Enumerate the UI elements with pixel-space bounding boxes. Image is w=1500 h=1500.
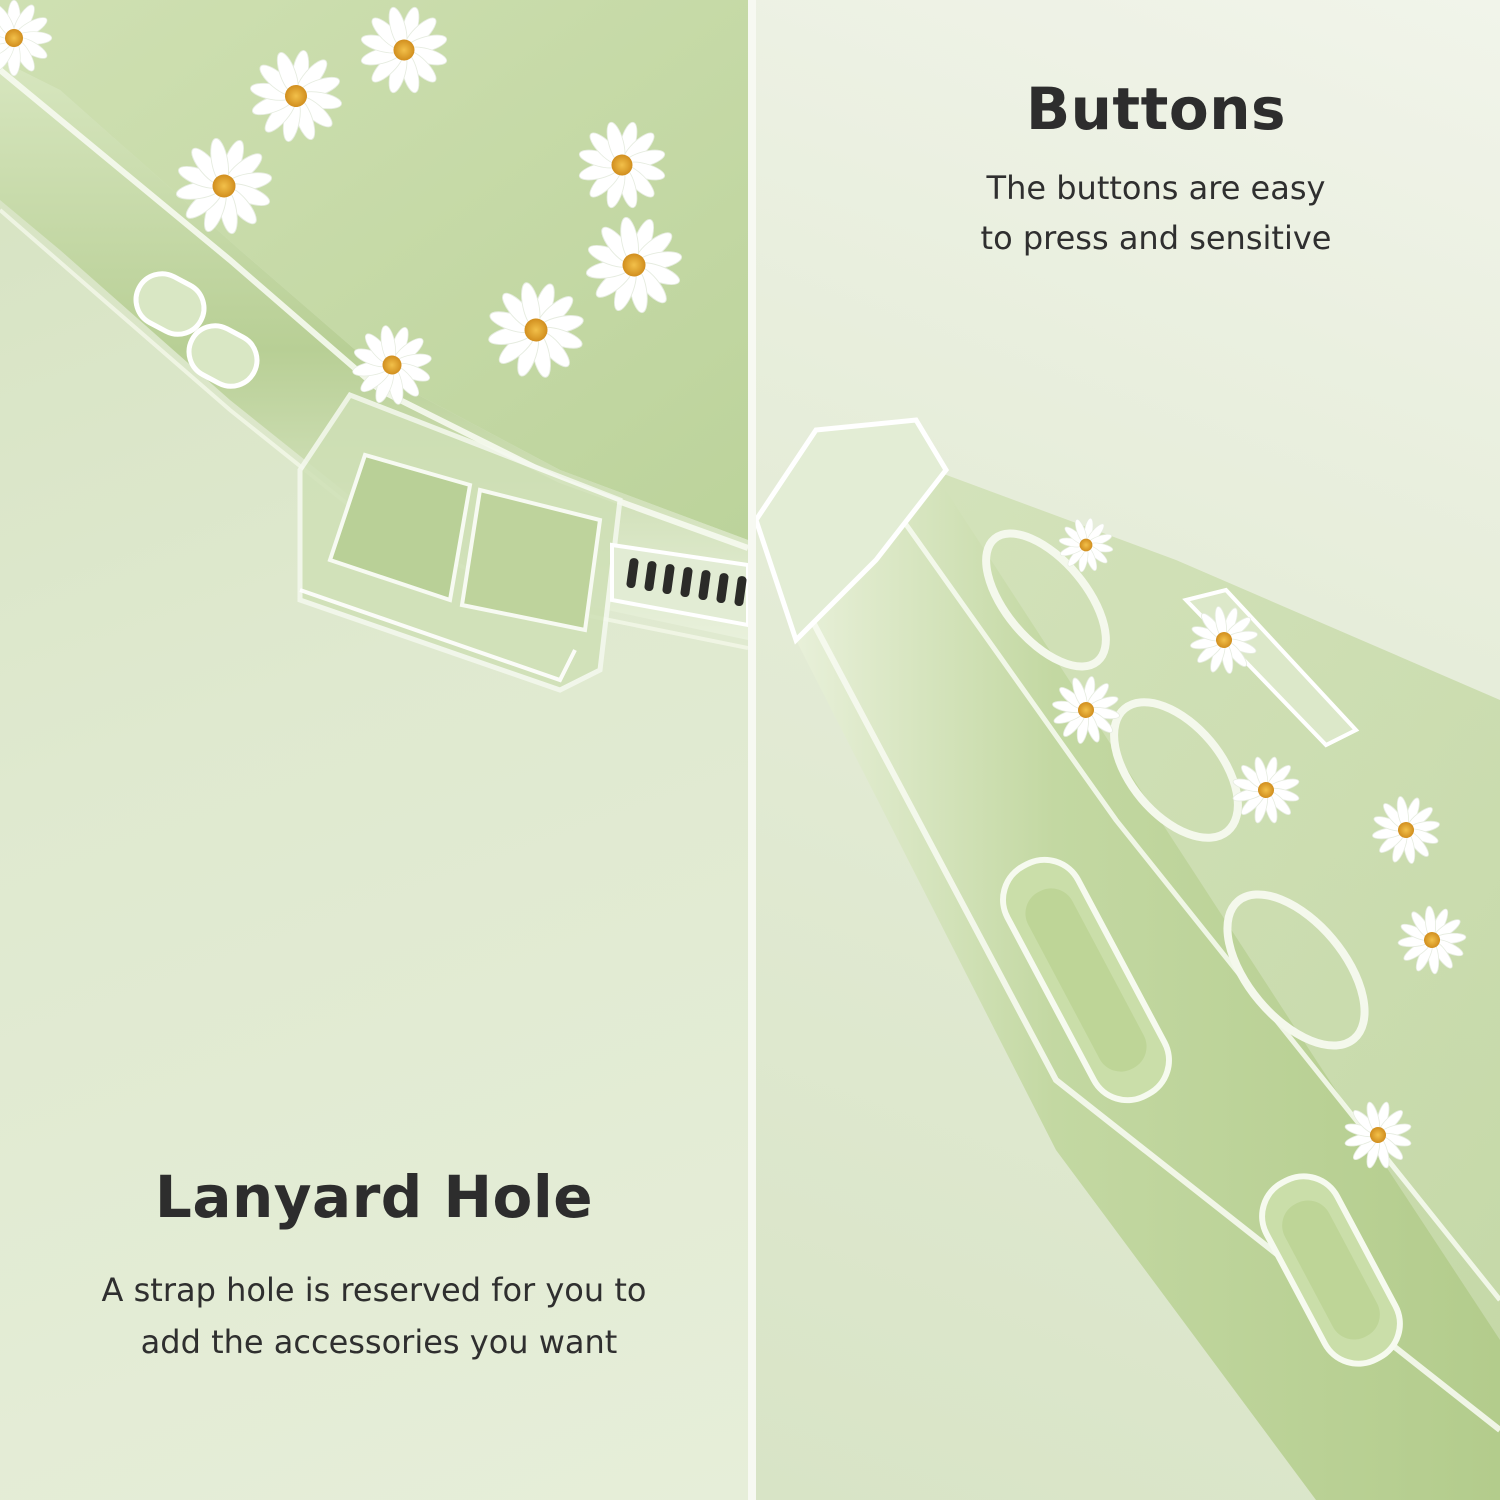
- case-back-surface: [0, 0, 748, 540]
- lanyard-hole-icon: [133, 271, 260, 389]
- lanyard-hole-description-line-1: A strap hole is reserved for you to: [101, 1271, 647, 1309]
- speaker-grille: [610, 542, 748, 628]
- shock-absorbing-corner: [297, 391, 623, 693]
- shock-absorbing-corner: [756, 417, 950, 645]
- side-button-short: [1259, 1173, 1403, 1367]
- lanyard-hole-description-line-2: add the accessories you want: [140, 1323, 618, 1361]
- lanyard-hole-heading: Lanyard Hole: [154, 1163, 594, 1231]
- phone-case-corner-illustration: [0, 0, 748, 693]
- side-button-long: [1000, 856, 1172, 1104]
- buttons-description-line-2: to press and sensitive: [980, 219, 1332, 257]
- camera-cutout: [982, 529, 1369, 1050]
- buttons-heading: Buttons: [1025, 75, 1287, 143]
- phone-case-side-illustration: [756, 417, 1500, 1500]
- buttons-description-line-1: The buttons are easy: [986, 169, 1326, 207]
- lanyard-hole-panel: Lanyard Hole A strap hole is reserved fo…: [0, 0, 748, 1500]
- panel-divider: [748, 0, 756, 1500]
- buttons-panel: Buttons The buttons are easy to press an…: [756, 0, 1500, 1500]
